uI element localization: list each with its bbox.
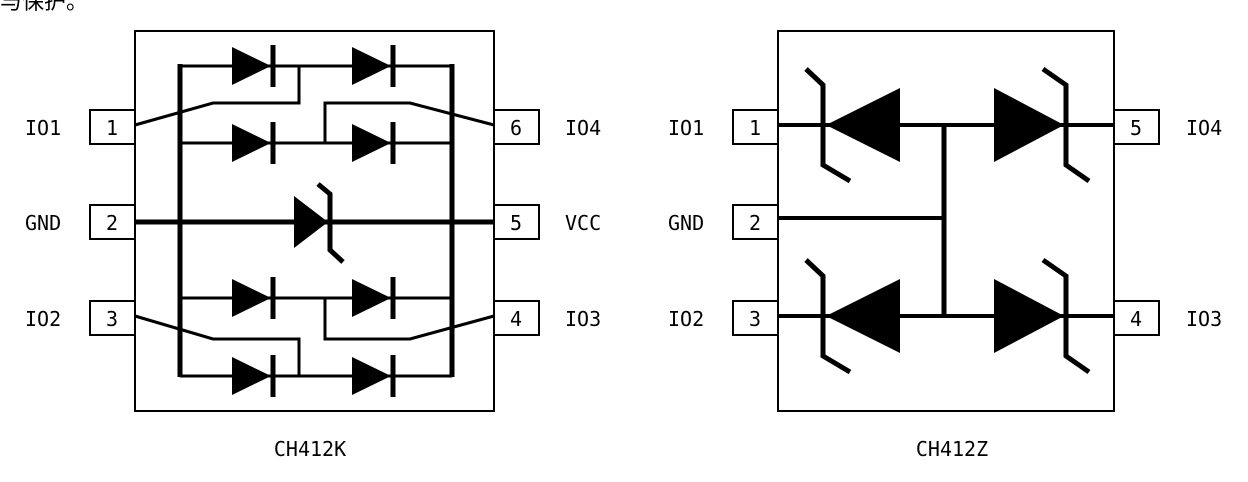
pin-number: 2 bbox=[749, 211, 761, 235]
pin-number: 5 bbox=[510, 211, 522, 235]
diode-icon bbox=[232, 124, 271, 162]
pin-label: IO2 bbox=[668, 307, 704, 331]
wire bbox=[134, 66, 301, 127]
diode-icon bbox=[352, 47, 391, 85]
chip-ch412k: 1 2 3 4 5 6 IO1 GND IO2 IO3 VCC IO4 bbox=[25, 30, 601, 461]
diode-icon bbox=[232, 47, 271, 85]
top-text-fragment: 与保护。 bbox=[0, 0, 88, 15]
pin-box bbox=[89, 204, 136, 240]
chip-ch412z: 1 2 3 4 5 IO1 GND IO2 IO3 IO4 CH412Z bbox=[668, 30, 1222, 461]
pin-number: 5 bbox=[1130, 116, 1142, 140]
pin-number: 6 bbox=[510, 116, 522, 140]
wire bbox=[134, 314, 301, 376]
pin-label: IO3 bbox=[1186, 307, 1222, 331]
pin-box bbox=[493, 300, 540, 336]
wire bbox=[323, 101, 495, 143]
pin-number: 4 bbox=[1130, 307, 1142, 331]
tvs-bar bbox=[1041, 257, 1091, 375]
pin-box bbox=[89, 300, 136, 336]
wire bbox=[323, 298, 495, 341]
tvs-diode-icon bbox=[994, 88, 1064, 162]
pin-box bbox=[89, 109, 136, 145]
pin-label: IO1 bbox=[668, 116, 704, 140]
pin-label: VCC bbox=[565, 211, 601, 235]
pin-box bbox=[732, 109, 779, 145]
pin-number: 4 bbox=[510, 307, 522, 331]
chip-title: CH412Z bbox=[916, 437, 988, 461]
pin-label: IO3 bbox=[565, 307, 601, 331]
pin-box bbox=[1113, 109, 1160, 145]
pin-number: 3 bbox=[749, 307, 761, 331]
diode-icon bbox=[352, 124, 391, 162]
pin-label: IO2 bbox=[25, 307, 61, 331]
pin-label: IO1 bbox=[25, 116, 61, 140]
zener-bar bbox=[316, 182, 345, 264]
zener-diode-icon bbox=[294, 196, 328, 248]
chip-title: CH412K bbox=[274, 437, 346, 461]
diode-icon bbox=[352, 357, 391, 395]
tvs-diode-icon bbox=[826, 279, 900, 353]
pin-label: IO4 bbox=[1186, 116, 1222, 140]
tvs-diode-icon bbox=[994, 279, 1064, 353]
pin-label: IO4 bbox=[565, 116, 601, 140]
pin-number: 1 bbox=[106, 116, 118, 140]
pin-label: GND bbox=[668, 211, 704, 235]
pin-number: 3 bbox=[106, 307, 118, 331]
tvs-bar bbox=[804, 67, 852, 184]
tvs-bar bbox=[804, 258, 852, 375]
pin-box bbox=[732, 204, 779, 240]
tvs-bar bbox=[1041, 66, 1091, 184]
pin-box bbox=[493, 109, 540, 145]
pin-number: 1 bbox=[749, 116, 761, 140]
diode-icon bbox=[232, 357, 271, 395]
pin-box bbox=[732, 300, 779, 336]
tvs-diode-icon bbox=[826, 88, 900, 162]
diode-icon bbox=[232, 279, 271, 317]
diode-icon bbox=[352, 279, 391, 317]
pin-number: 2 bbox=[106, 211, 118, 235]
pin-label: GND bbox=[25, 211, 61, 235]
